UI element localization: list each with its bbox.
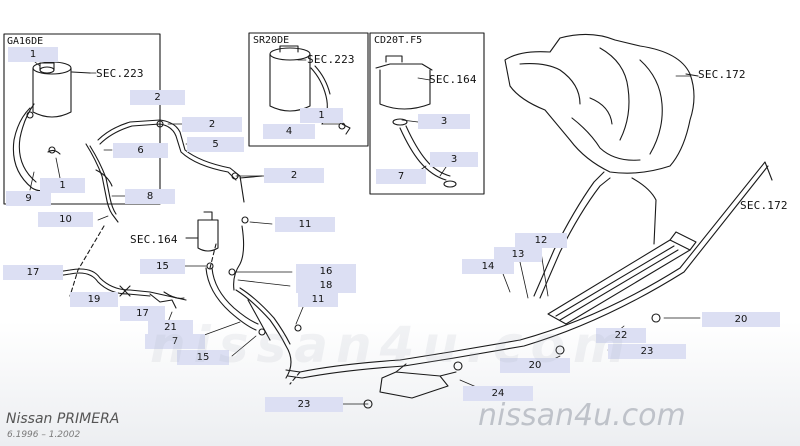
box-title-ga16de: GA16DE [7,36,44,47]
callout-24[interactable]: 24 [463,386,533,401]
callout-11-upper[interactable]: 11 [275,217,335,232]
callout-22[interactable]: 22 [596,328,646,343]
callout-20-right[interactable]: 20 [702,312,780,327]
callout-11-lower[interactable]: 11 [298,292,338,307]
callout-10[interactable]: 10 [38,212,93,227]
callout-2-clip[interactable]: 2 [182,117,242,132]
reservoir-ga16de [12,61,91,192]
callout-2-line-mid[interactable]: 2 [264,168,324,183]
sec-ref-164-valve[interactable]: SEC.164 [130,233,178,246]
callout-1-clamp[interactable]: 1 [40,178,85,193]
leader-dashes [69,225,301,385]
sec-ref-172-line[interactable]: SEC.172 [740,199,788,212]
sec-ref-223-ga16de[interactable]: SEC.223 [96,67,144,80]
inset-box-cd20t [369,32,485,195]
callout-15-upper[interactable]: 15 [140,259,185,274]
fuel-tank [504,33,699,174]
callout-1-reservoir[interactable]: 1 [8,47,58,62]
callout-7-cd20t[interactable]: 7 [376,169,426,184]
box-title-sr20de: SR20DE [253,35,290,46]
callout-23-lower[interactable]: 23 [265,397,343,412]
callout-3-cd20t-lower[interactable]: 3 [430,152,478,167]
inset-box-sr20de [248,32,369,147]
watermark-bottom: nissan4u.com [478,398,686,433]
callout-8[interactable]: 8 [125,189,175,204]
rear-left-lines [43,268,187,309]
callout-3-cd20t-upper[interactable]: 3 [418,114,470,129]
callout-9[interactable]: 9 [6,191,51,206]
callout-19[interactable]: 19 [70,292,118,307]
callout-4[interactable]: 4 [263,124,315,139]
sec-ref-164-cd20t[interactable]: SEC.164 [429,73,477,86]
sec-ref-172-tank[interactable]: SEC.172 [698,68,746,81]
sec-ref-223-sr20de[interactable]: SEC.223 [307,53,355,66]
callout-7-lower[interactable]: 7 [145,334,205,349]
pipe-lines [85,119,773,379]
callout-6[interactable]: 6 [113,143,168,158]
callout-13[interactable]: 13 [494,247,542,262]
pipe-bracket [379,363,457,399]
callout-23-right[interactable]: 23 [608,344,686,359]
callout-18[interactable]: 18 [296,278,356,293]
box-title-cd20t: CD20T.F5 [374,35,423,46]
callout-17-left[interactable]: 17 [3,265,63,280]
callout-2-line-upper[interactable]: 2 [130,90,185,105]
callout-14[interactable]: 14 [462,259,514,274]
pipe-protector [547,231,697,325]
callout-12[interactable]: 12 [515,233,567,248]
callout-16[interactable]: 16 [296,264,356,279]
clips [26,111,661,409]
watermark-center: nissan4u.com [150,316,634,374]
callout-5[interactable]: 5 [187,137,244,152]
callout-20-lower[interactable]: 20 [500,358,570,373]
callout-1-sr20de[interactable]: 1 [300,108,343,123]
footer-years: 6.1996 – 1.2002 [7,430,81,440]
callout-21[interactable]: 21 [148,320,193,335]
valve-unit [185,211,219,252]
callout-15-lower[interactable]: 15 [177,350,229,365]
callout-17-lower[interactable]: 17 [120,306,165,321]
footer-model: Nissan PRIMERA [6,411,120,427]
